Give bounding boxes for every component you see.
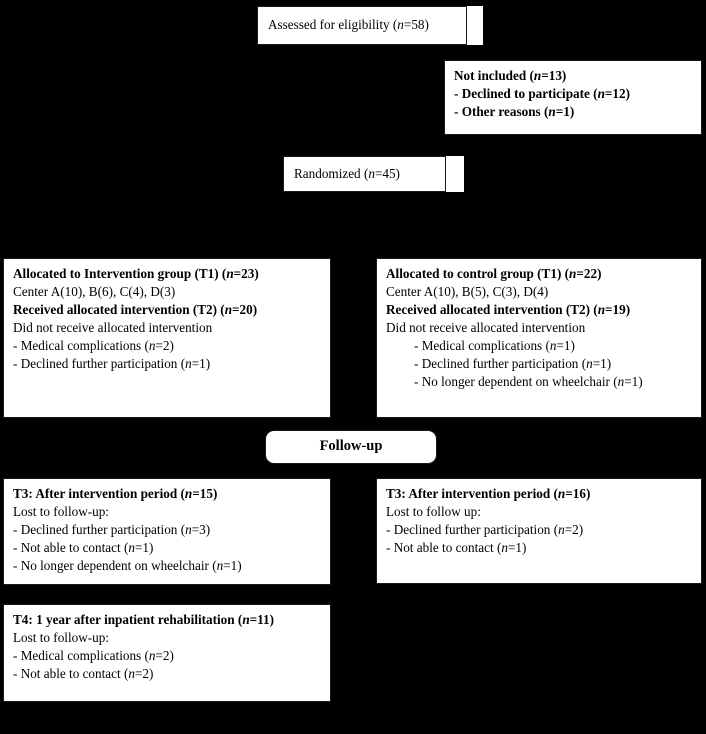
randomized-line: Randomized (n=45) bbox=[294, 165, 400, 181]
randomized-text: Randomized (n=45) bbox=[284, 157, 445, 191]
t4-left-line-3: - Not able to contact (n=2) bbox=[13, 666, 154, 682]
control-line-3: Did not receive allocated intervention bbox=[386, 320, 586, 336]
randomized-box: Randomized (n=45) bbox=[283, 156, 446, 192]
intervention-group-text: Allocated to Intervention group (T1) (n=… bbox=[4, 259, 330, 379]
assessed-box-side-tab bbox=[467, 6, 483, 45]
t4-left-text: T4: 1 year after inpatient rehabilitatio… bbox=[4, 605, 330, 689]
intervention-line-2: Received allocated intervention (T2) (n=… bbox=[13, 302, 258, 318]
t3-left-line-2: - Declined further participation (n=3) bbox=[13, 522, 211, 538]
not-included-line-1: - Declined to participate (n=12) bbox=[454, 86, 630, 102]
follow-up-box: Follow-up bbox=[265, 430, 437, 464]
not-included-box: Not included (n=13) - Declined to partic… bbox=[444, 60, 702, 135]
t3-left-line-3: - Not able to contact (n=1) bbox=[13, 540, 154, 556]
t3-right-line-0: T3: After intervention period (n=16) bbox=[386, 486, 591, 501]
assessed-for-eligibility-text: Assessed for eligibility (n=58) bbox=[258, 7, 466, 44]
control-group-text: Allocated to control group (T1) (n=22) C… bbox=[377, 259, 701, 398]
t4-left-line-1: Lost to follow-up: bbox=[13, 630, 109, 646]
control-line-6: - No longer dependent on wheelchair (n=1… bbox=[414, 374, 643, 390]
not-included-line-2: - Other reasons (n=1) bbox=[454, 104, 575, 120]
control-line-2: Received allocated intervention (T2) (n=… bbox=[386, 302, 631, 318]
not-included-text: Not included (n=13) - Declined to partic… bbox=[445, 61, 701, 127]
t3-right-line-1: Lost to follow up: bbox=[386, 504, 481, 520]
intervention-line-1: Center A(10), B(6), C(4), D(3) bbox=[13, 284, 176, 300]
assessed-for-eligibility-box: Assessed for eligibility (n=58) bbox=[257, 6, 467, 45]
t3-left-text: T3: After intervention period (n=15) Los… bbox=[4, 479, 330, 581]
control-line-1: Center A(10), B(5), C(3), D(4) bbox=[386, 284, 549, 300]
t3-left-line-4: - No longer dependent on wheelchair (n=1… bbox=[13, 558, 242, 574]
t3-intervention-box: T3: After intervention period (n=15) Los… bbox=[3, 478, 331, 585]
control-group-box: Allocated to control group (T1) (n=22) C… bbox=[376, 258, 702, 418]
t3-right-text: T3: After intervention period (n=16) Los… bbox=[377, 479, 701, 563]
not-included-line-0: Not included (n=13) bbox=[454, 68, 567, 83]
t3-left-line-1: Lost to follow-up: bbox=[13, 504, 109, 520]
intervention-line-3: Did not receive allocated intervention bbox=[13, 320, 213, 336]
randomized-box-side-tab bbox=[446, 156, 464, 192]
t3-control-box: T3: After intervention period (n=16) Los… bbox=[376, 478, 702, 584]
t4-intervention-box: T4: 1 year after inpatient rehabilitatio… bbox=[3, 604, 331, 702]
control-line-0: Allocated to control group (T1) (n=22) bbox=[386, 266, 602, 281]
t3-right-line-3: - Not able to contact (n=1) bbox=[386, 540, 527, 556]
assessed-line: Assessed for eligibility (n=58) bbox=[268, 17, 429, 33]
t3-left-line-0: T3: After intervention period (n=15) bbox=[13, 486, 218, 501]
control-line-5: - Declined further participation (n=1) bbox=[414, 356, 612, 372]
intervention-line-5: - Declined further participation (n=1) bbox=[13, 356, 211, 372]
t4-left-line-2: - Medical complications (n=2) bbox=[13, 648, 174, 664]
t3-right-line-2: - Declined further participation (n=2) bbox=[386, 522, 584, 538]
t4-left-line-0: T4: 1 year after inpatient rehabilitatio… bbox=[13, 612, 275, 627]
intervention-line-4: - Medical complications (n=2) bbox=[13, 338, 174, 354]
intervention-line-0: Allocated to Intervention group (T1) (n=… bbox=[13, 266, 259, 281]
control-line-4: - Medical complications (n=1) bbox=[414, 338, 575, 354]
follow-up-label: Follow-up bbox=[319, 438, 383, 455]
intervention-group-box: Allocated to Intervention group (T1) (n=… bbox=[3, 258, 331, 418]
